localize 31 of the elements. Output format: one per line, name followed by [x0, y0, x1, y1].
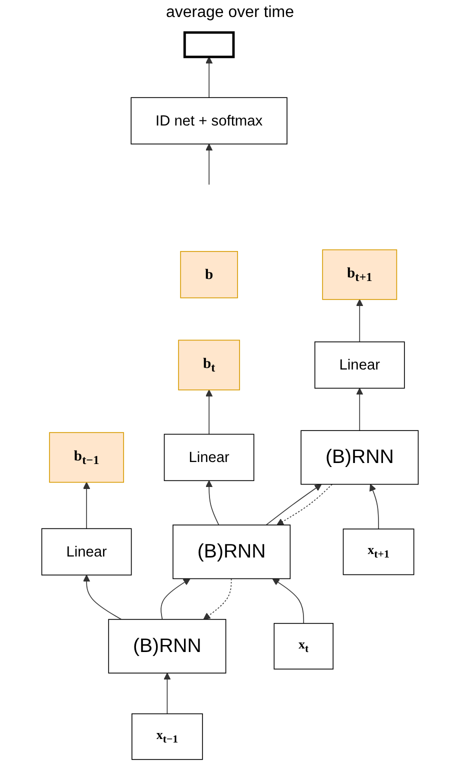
arrow	[205, 480, 220, 526]
node-box: (B)RNN	[300, 430, 419, 485]
arrow	[82, 482, 90, 530]
arrow	[356, 299, 364, 342]
node-box: Linear	[41, 528, 132, 576]
node-box: (B)RNN	[172, 524, 291, 580]
node-box: ID net + softmax	[130, 97, 288, 144]
arrow	[82, 574, 122, 620]
arrow	[203, 578, 232, 620]
node-box: Linear	[314, 341, 405, 389]
arrow	[369, 484, 379, 530]
node-box: x$_{t−1}$	[132, 713, 203, 760]
arrow	[272, 578, 304, 624]
arrow	[160, 578, 190, 620]
node-box: b$_{t−1}$	[49, 432, 124, 483]
note-text: average over time	[166, 4, 294, 22]
node-box: b$_{t+1}$	[322, 249, 398, 300]
node-box: Linear	[164, 434, 254, 482]
arrow	[266, 484, 322, 526]
node-box: b$_{t}$	[178, 340, 240, 390]
node-box: x$_{t}$	[274, 622, 334, 670]
node-box	[183, 31, 235, 58]
node-box: (B)RNN	[108, 618, 226, 674]
arrow	[164, 672, 171, 714]
arrow	[276, 484, 333, 526]
arrow	[205, 56, 213, 98]
arrow	[205, 144, 213, 186]
arrow	[205, 390, 213, 435]
node-box: b	[180, 251, 238, 298]
arrow	[356, 388, 364, 431]
node-box: x$_{t+1}$	[342, 528, 414, 576]
